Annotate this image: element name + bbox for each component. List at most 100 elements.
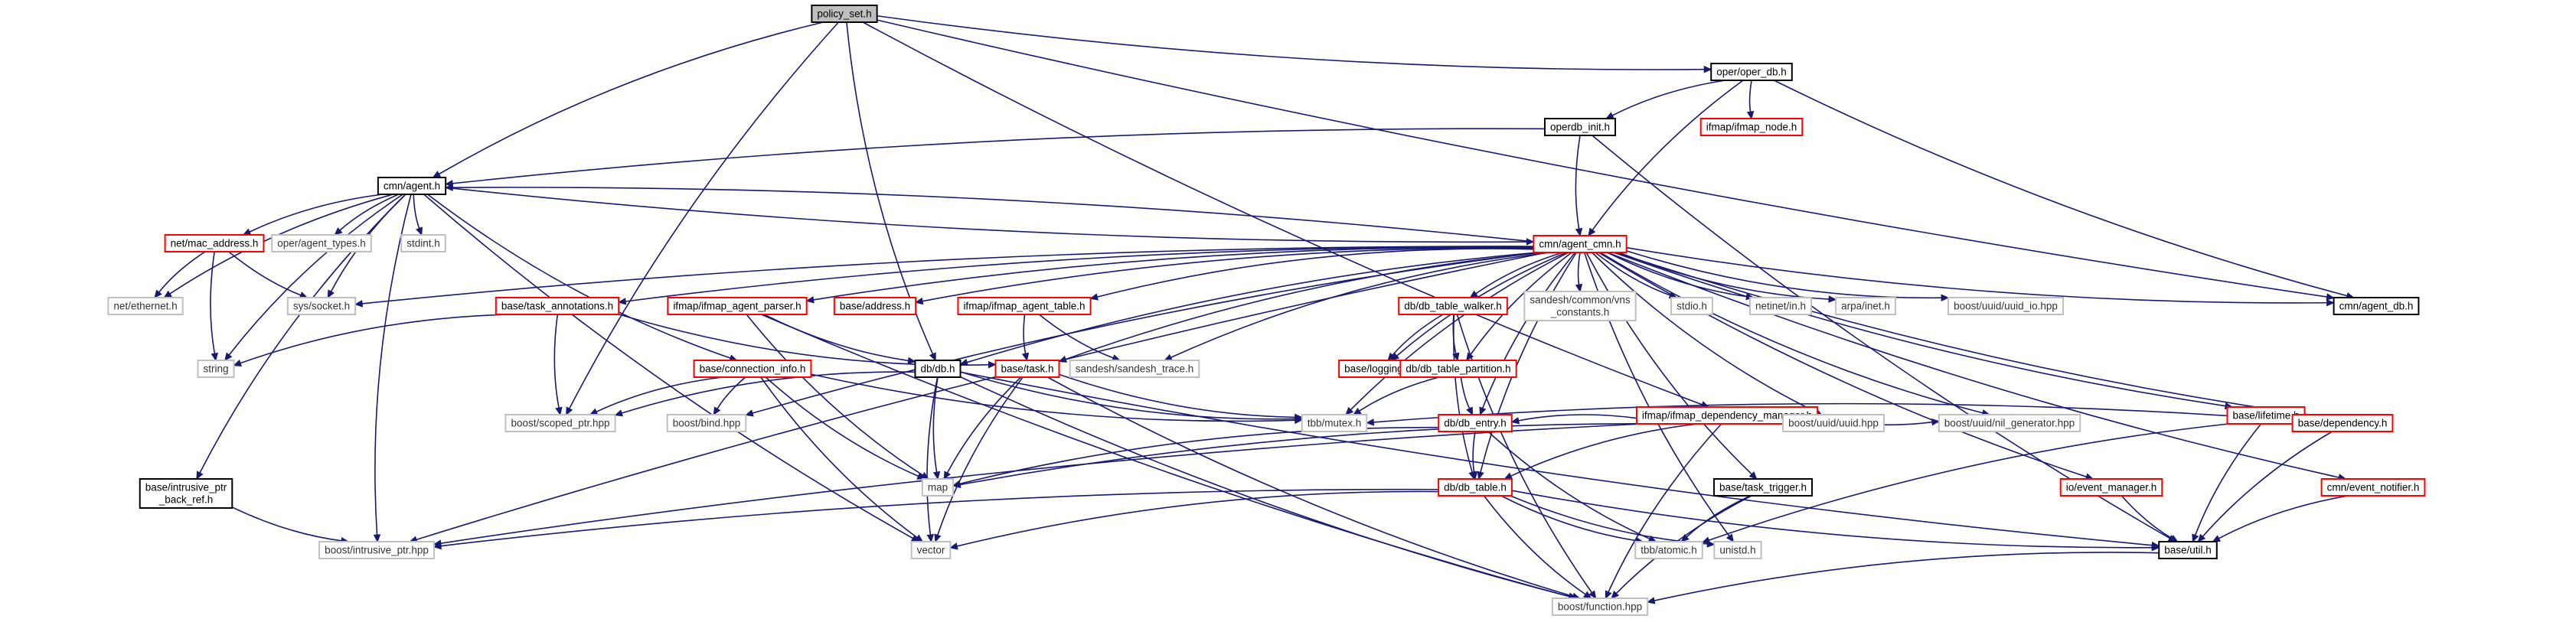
node-box (2333, 297, 2420, 315)
edge-arrowhead (416, 226, 423, 236)
node-label: cmn/event_notifier.h (2327, 482, 2420, 493)
node-box (1523, 291, 1637, 321)
edge-arrowhead (2192, 533, 2199, 543)
edge-arrowhead (1089, 293, 1099, 301)
node-db-table-walker[interactable]: db/db_table_walker.h (1398, 297, 1508, 315)
node-label: boost/uuid/uuid.hpp (1788, 418, 1879, 429)
edge-arrowhead (334, 227, 343, 236)
edge-arrowhead (907, 357, 916, 365)
node-base-logging[interactable]: base/logging.h (1338, 360, 1418, 378)
node-base-address[interactable]: base/address.h (833, 297, 917, 315)
node-ifmap-node[interactable]: ifmap/ifmap_node.h (1699, 118, 1804, 136)
edge-arrowhead (433, 542, 442, 550)
edge-db-entry-to-db-table (1472, 431, 1476, 473)
edge-arrowhead (713, 406, 721, 416)
edge-mac-address-to-ethernet (158, 251, 206, 293)
edge-arrowhead (1680, 534, 1690, 542)
node-task-annotations[interactable]: base/task_annotations.h (495, 297, 620, 315)
node-scoped-ptr: boost/scoped_ptr.hpp (504, 414, 616, 432)
node-db[interactable]: db/db.h (914, 360, 962, 378)
edge-arrowhead (1725, 533, 1735, 542)
node-event-manager[interactable]: io/event_manager.h (2059, 478, 2163, 497)
edge-agent-cmn-to-nil-generator (1599, 252, 1983, 414)
node-agent-db[interactable]: cmn/agent_db.h (2333, 297, 2420, 315)
edge-oper-db-to-operdb-init (1611, 80, 1725, 116)
node-box (1782, 414, 1885, 432)
edge-ifmap-dependency-manager-to-map (959, 422, 1637, 486)
node-sandesh-trace: sandesh/sandesh_trace.h (1069, 360, 1200, 378)
node-box (957, 297, 1092, 315)
node-agent[interactable]: cmn/agent.h (377, 177, 447, 195)
edge-agent-cmn-to-agent-db (1626, 246, 2327, 304)
edge-arrowhead (1470, 471, 1478, 480)
edge-arrowhead (914, 534, 924, 542)
edge-task-trigger-to-boost-function (1615, 495, 1752, 594)
edge-policy-set-to-scoped-ptr (569, 21, 839, 409)
edge-agent-cmn-to-base-dependency (1615, 252, 2300, 415)
edge-arrowhead (916, 472, 926, 480)
node-netinet-in: netinet/in.h (1748, 297, 1813, 315)
edge-agent-to-agent-cmn (446, 187, 1527, 243)
edge-mac-address-to-socket (228, 251, 302, 296)
edge-arrowhead (1387, 352, 1396, 361)
edge-connection-info-to-vector (760, 376, 918, 539)
node-label: unistd.h (1719, 545, 1755, 556)
node-label: base/task_trigger.h (1719, 482, 1807, 493)
edge-db-table-to-base-util (1511, 490, 2153, 549)
node-boost-bind: boost/bind.hpp (666, 414, 747, 432)
edge-arrowhead (1345, 406, 1354, 415)
node-intrusive-ptr: boost/intrusive_ptr.hpp (318, 541, 435, 559)
edge-arrowhead (1021, 352, 1030, 362)
node-base-task[interactable]: base/task.h (994, 360, 1060, 378)
node-db-entry[interactable]: db/db_entry.h (1438, 414, 1513, 432)
edge-arrowhead (2151, 543, 2160, 552)
edge-arrowhead (1646, 597, 1656, 604)
edge-agent-to-stdint (413, 194, 420, 229)
node-task-trigger[interactable]: base/task_trigger.h (1712, 478, 1814, 497)
node-db-table[interactable]: db/db_table.h (1438, 478, 1513, 497)
node-ifmap-agent-table[interactable]: ifmap/ifmap_agent_table.h (957, 297, 1092, 315)
node-db-table-partition[interactable]: db/db_table_partition.h (1399, 360, 1517, 378)
node-connection-info[interactable]: base/connection_info.h (693, 360, 812, 378)
node-agent-cmn[interactable]: cmn/agent_cmn.h (1533, 235, 1628, 253)
node-label: db/db_table_walker.h (1404, 301, 1502, 312)
node-box (1938, 414, 2081, 432)
node-label: ifmap/ifmap_agent_table.h (963, 301, 1085, 312)
edge-arrowhead (1575, 227, 1583, 237)
node-box (2158, 541, 2218, 559)
node-intrusive-ptr-back-ref[interactable]: base/intrusive_ptr_back_ref.h (139, 478, 233, 509)
node-ifmap-dependency-manager[interactable]: ifmap/ifmap_dependency_manager.h (1635, 406, 1819, 425)
edge-ifmap-dependency-manager-to-boost-function (1608, 423, 1722, 593)
node-label: sys/socket.h (293, 301, 350, 312)
edge-ifmap-dependency-manager-to-db-entry (1518, 414, 1637, 422)
node-label: base/dependency.h (2298, 418, 2388, 429)
edge-connection-info-to-boost-bind (717, 376, 746, 409)
node-label: boost/uuid/uuid_io.hpp (1954, 301, 2058, 312)
node-base-lifetime[interactable]: base/lifetime.h (2226, 406, 2306, 425)
node-base-dependency[interactable]: base/dependency.h (2291, 414, 2394, 432)
node-box (667, 297, 808, 315)
node-label: stdint.h (406, 238, 440, 249)
edge-base-dependency-to-base-util (2202, 431, 2333, 537)
edge-agent-cmn-to-base-lifetime (1613, 252, 2226, 407)
edge-agent-to-intrusive-ptr (374, 194, 412, 536)
node-string: string (197, 360, 235, 378)
node-operdb-init[interactable]: operdb_init.h (1543, 118, 1617, 136)
edge-agent-cmn-to-db-table-partition (1470, 252, 1572, 356)
node-policy-set[interactable]: policy_set.h (811, 5, 878, 23)
edge-operdb-init-to-agent (452, 128, 1545, 184)
edge-agent-to-connection-info (426, 194, 731, 359)
node-base-util[interactable]: base/util.h (2158, 541, 2218, 559)
edge-agent-cmn-to-event-notifier (1607, 252, 2339, 478)
node-event-notifier[interactable]: cmn/event_notifier.h (2320, 478, 2426, 497)
edge-agent-cmn-to-ifmap-agent-table (1097, 248, 1534, 298)
node-oper-db[interactable]: oper/oper_db.h (1710, 63, 1793, 81)
node-uuid-io: boost/uuid/uuid_io.hpp (1948, 297, 2064, 315)
node-stdio: stdio.h (1670, 297, 1713, 315)
node-ifmap-agent-parser[interactable]: ifmap/ifmap_agent_parser.h (667, 297, 808, 315)
node-box (1543, 118, 1617, 136)
node-mac-address[interactable]: net/mac_address.h (164, 234, 265, 252)
edge-arrowhead (432, 171, 442, 178)
node-nil-generator: boost/uuid/nil_generator.hpp (1938, 414, 2081, 432)
edge-agent-to-agent-types (339, 194, 400, 231)
